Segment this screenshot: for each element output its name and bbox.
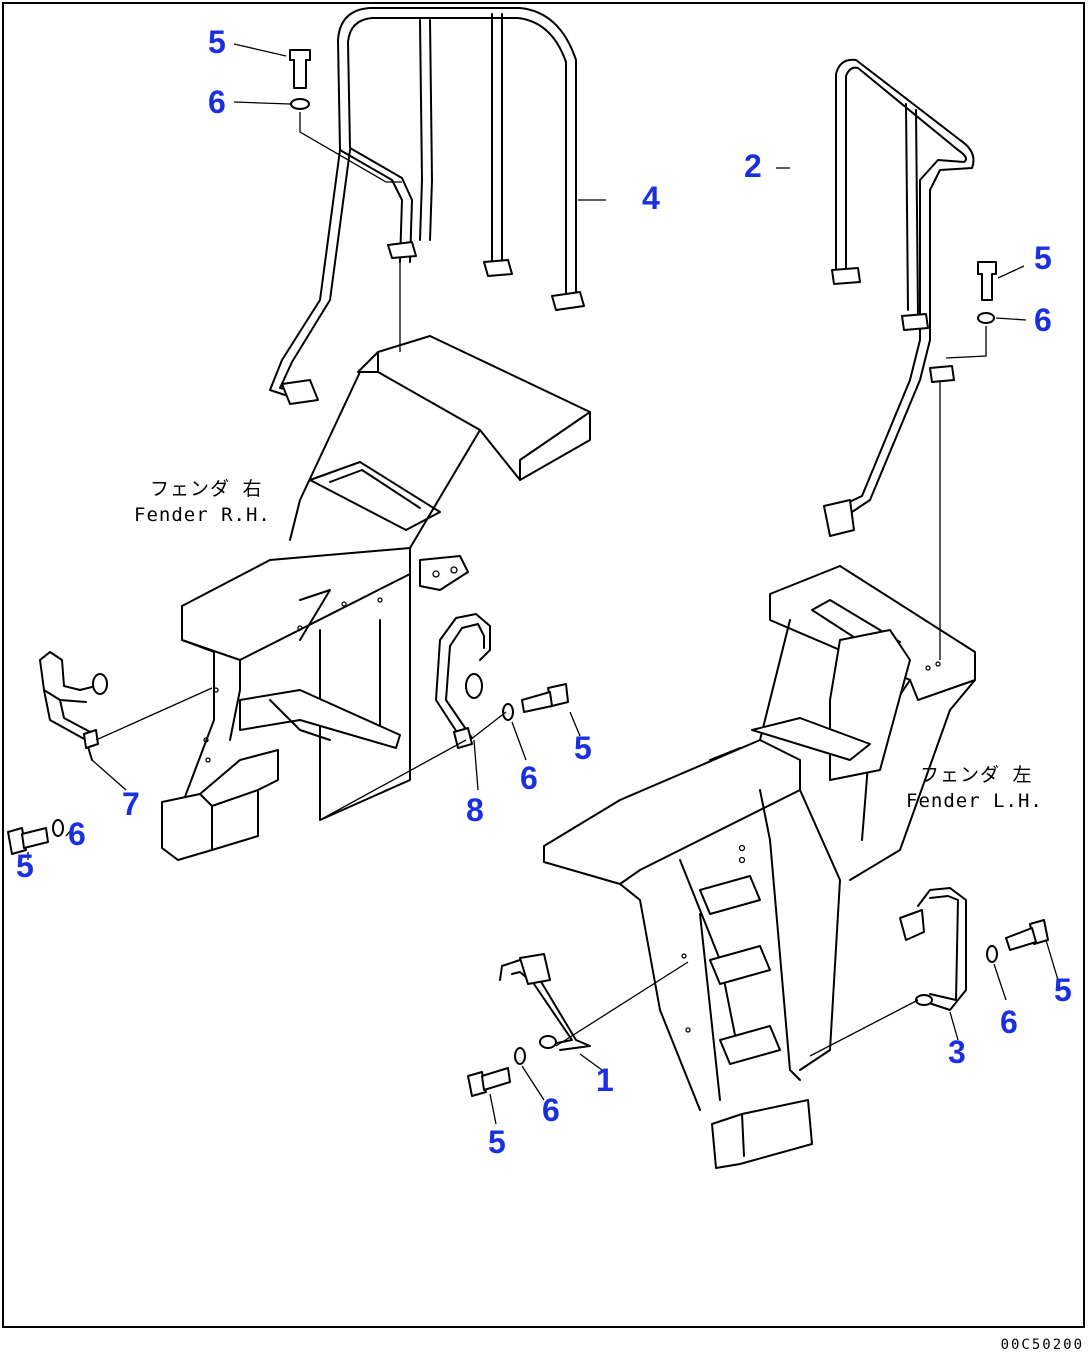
callout-8: 8 bbox=[466, 792, 484, 828]
callout-6-top-left: 6 bbox=[208, 84, 226, 120]
callout-5-right: 5 bbox=[1054, 972, 1072, 1008]
guard-rail-2 bbox=[823, 58, 975, 537]
callout-5-mid: 5 bbox=[574, 730, 592, 766]
callout-5-bottom: 5 bbox=[488, 1124, 506, 1160]
callout-6-right: 6 bbox=[1000, 1004, 1018, 1040]
fender-lh-drawing bbox=[543, 565, 976, 1169]
fender-rh-drawing bbox=[161, 335, 591, 861]
caption-fender-lh-jp: フェンダ 左 bbox=[920, 764, 1033, 786]
callout-6-mid: 6 bbox=[520, 760, 538, 796]
callout-2: 2 bbox=[744, 148, 762, 184]
callout-1: 1 bbox=[596, 1062, 614, 1098]
handrail-7 bbox=[39, 651, 108, 761]
handrail-8 bbox=[435, 613, 491, 749]
callout-4: 4 bbox=[642, 180, 660, 216]
handrail-3 bbox=[899, 887, 967, 1011]
drawing-frame bbox=[2, 2, 1085, 1328]
callout-7: 7 bbox=[122, 786, 140, 822]
leader-lines bbox=[27, 43, 1059, 1125]
caption-fender-lh-en: Fender L.H. bbox=[906, 790, 1043, 812]
callout-6-top-right: 6 bbox=[1034, 302, 1052, 338]
callout-3: 3 bbox=[948, 1034, 966, 1070]
caption-fender-rh-en: Fender R.H. bbox=[134, 504, 271, 526]
drawing-code: 00C50200 bbox=[1000, 1337, 1084, 1353]
bolt-washer-set bbox=[7, 49, 1049, 1097]
caption-fender-rh-jp: フェンダ 右 bbox=[150, 478, 263, 500]
callout-5-top-right: 5 bbox=[1034, 240, 1052, 276]
callout-5-left: 5 bbox=[16, 848, 34, 884]
handrail-1 bbox=[499, 953, 591, 1051]
callout-5-top-left: 5 bbox=[208, 24, 226, 60]
guard-rail-4 bbox=[269, 7, 585, 405]
callout-6-bottom: 6 bbox=[542, 1092, 560, 1128]
callout-6-left: 6 bbox=[68, 816, 86, 852]
